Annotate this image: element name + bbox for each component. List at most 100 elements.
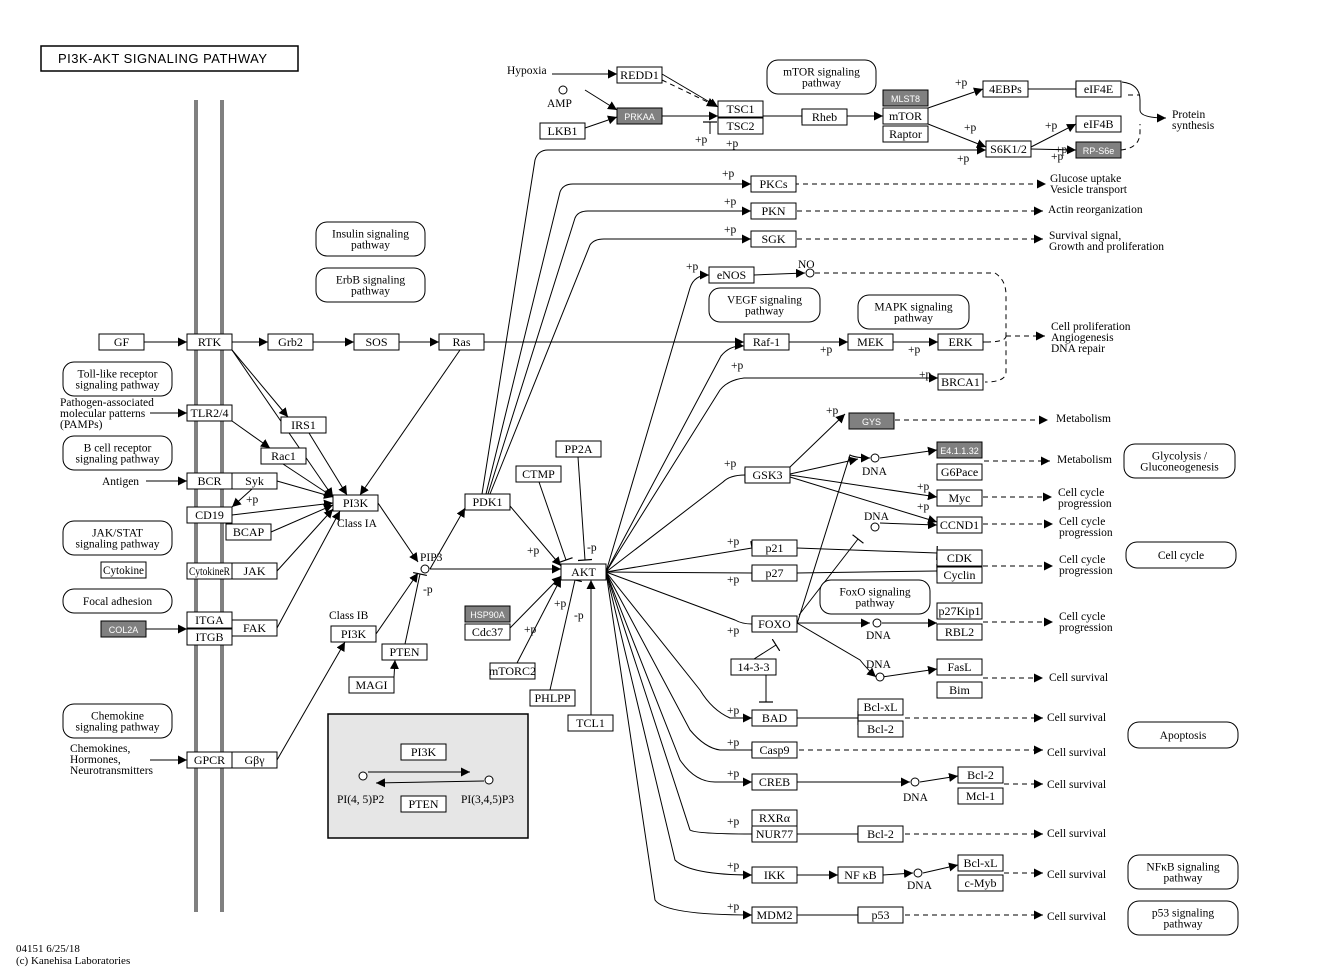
node-grb2[interactable]: Grb2 (267, 333, 314, 351)
pathway-link-glycolysis[interactable]: Glycolysis /Gluconeogenesis (1123, 443, 1236, 479)
node-col2a[interactable]: COL2A (100, 620, 147, 638)
node-lkb1[interactable]: LKB1 (539, 122, 586, 140)
node-pkn[interactable]: PKN (750, 202, 797, 220)
node-bclxl[interactable]: Bcl-xL (857, 698, 904, 716)
node-itga[interactable]: ITGA (186, 611, 233, 629)
node-mtor[interactable]: mTOR (882, 107, 929, 125)
node-pkcs[interactable]: PKCs (750, 175, 797, 193)
node-syk[interactable]: Syk (231, 472, 278, 490)
node-sos[interactable]: SOS (353, 333, 400, 351)
node-bcl2c[interactable]: Bcl-2 (857, 825, 904, 843)
node-creb[interactable]: CREB (751, 773, 798, 791)
node-phlpp[interactable]: PHLPP (529, 689, 576, 707)
node-eif4e[interactable]: eIF4E (1075, 80, 1122, 98)
node-bclxl2[interactable]: Bcl-xL (957, 854, 1004, 872)
node-gf[interactable]: GF (98, 333, 145, 351)
node-tlr[interactable]: TLR2/4 (186, 404, 233, 422)
node-redd1[interactable]: REDD1 (616, 66, 663, 84)
node-pi3kb[interactable]: PI3K (330, 625, 377, 643)
node-cdc37[interactable]: Cdc37 (464, 623, 511, 641)
node-cytokine[interactable]: Cytokine (100, 561, 147, 579)
node-rxra[interactable]: RXRα (751, 809, 798, 827)
node-e4[interactable]: E4.1.1.32 (936, 441, 983, 459)
node-p27[interactable]: p27 (751, 564, 798, 582)
node-ikk[interactable]: IKK (751, 866, 798, 884)
node-nur77[interactable]: NUR77 (751, 825, 798, 843)
node-enos[interactable]: eNOS (708, 266, 755, 284)
node-mlst8[interactable]: MLST8 (882, 89, 929, 107)
node-p27kip1[interactable]: p27Kip1 (936, 602, 983, 620)
node-tsc1[interactable]: TSC1 (717, 100, 764, 118)
node-nfkb[interactable]: NF κB (837, 866, 884, 884)
node-gby[interactable]: Gβγ (231, 751, 278, 769)
node-casp9[interactable]: Casp9 (751, 741, 798, 759)
node-cdk[interactable]: CDK (936, 549, 983, 567)
node-mcl1[interactable]: Mcl-1 (957, 787, 1004, 805)
node-bcl2b[interactable]: Bcl-2 (957, 766, 1004, 784)
node-gsk3[interactable]: GSK3 (744, 466, 791, 484)
node-cd19[interactable]: CD19 (186, 506, 233, 524)
node-p53[interactable]: p53 (857, 906, 904, 924)
node-bim[interactable]: Bim (936, 681, 983, 699)
node-magi[interactable]: MAGI (348, 676, 395, 694)
node-ccnd1[interactable]: CCND1 (936, 516, 983, 534)
node-pp2a[interactable]: PP2A (555, 440, 602, 458)
node-ctmp[interactable]: CTMP (515, 465, 562, 483)
node-rbl2[interactable]: RBL2 (936, 623, 983, 641)
node-mdm2[interactable]: MDM2 (751, 906, 798, 924)
node-bad[interactable]: BAD (751, 709, 798, 727)
pathway-link-apoptosis[interactable]: Apoptosis (1127, 721, 1239, 749)
node-tcl1[interactable]: TCL1 (567, 714, 614, 732)
node-sgk[interactable]: SGK (750, 230, 797, 248)
node-erk[interactable]: ERK (937, 333, 984, 351)
node-mek[interactable]: MEK (847, 333, 894, 351)
node-rtk[interactable]: RTK (186, 333, 233, 351)
node-fasl[interactable]: FasL (936, 658, 983, 676)
node-cyclin[interactable]: Cyclin (936, 566, 983, 584)
node-eif4b[interactable]: eIF4B (1075, 115, 1122, 133)
node-foxo[interactable]: FOXO (751, 615, 798, 633)
node-g6pace[interactable]: G6Pace (936, 463, 983, 481)
node-itgb[interactable]: ITGB (186, 628, 233, 646)
node-prkaa[interactable]: PRKAA (616, 107, 663, 125)
node-rps6[interactable]: RP-S6e (1075, 141, 1122, 159)
node-4ebps[interactable]: 4EBPs (982, 80, 1029, 98)
node-raptor[interactable]: Raptor (882, 125, 929, 143)
node-tsc2[interactable]: TSC2 (717, 117, 764, 135)
node-fak[interactable]: FAK (231, 619, 278, 637)
node-cmyb[interactable]: c-Myb (957, 874, 1004, 892)
pathway-link-cellcycle[interactable]: Cell cycle (1125, 541, 1237, 569)
node-pi3k[interactable]: PI3K (332, 494, 379, 512)
node-raf1[interactable]: Raf-1 (743, 333, 790, 351)
node-hsp90a[interactable]: HSP90A (464, 605, 511, 623)
node-gpcr[interactable]: GPCR (186, 751, 233, 769)
node-pdk1[interactable]: PDK1 (464, 493, 511, 511)
node-akt[interactable]: AKT (560, 563, 607, 581)
node-pten[interactable]: PTEN (381, 643, 428, 661)
node-bcl2a[interactable]: Bcl-2 (857, 720, 904, 738)
node-s6k[interactable]: S6K1/2 (985, 140, 1032, 158)
node-irs1[interactable]: IRS1 (280, 416, 327, 434)
node-ras[interactable]: Ras (438, 333, 485, 351)
node-jak[interactable]: JAK (231, 562, 278, 580)
node-gys[interactable]: GYS (848, 412, 895, 430)
node-brca1[interactable]: BRCA1 (937, 373, 984, 391)
node-inpi3k[interactable]: PI3K (400, 743, 447, 761)
node-p21[interactable]: p21 (751, 539, 798, 557)
node-mtorc2[interactable]: mTORC2 (489, 662, 536, 680)
node-inpten[interactable]: PTEN (400, 795, 447, 813)
node-rac1[interactable]: Rac1 (260, 447, 307, 465)
node-1433[interactable]: 14-3-3 (730, 658, 777, 676)
pathway-link-focal[interactable]: Focal adhesion (62, 588, 173, 614)
